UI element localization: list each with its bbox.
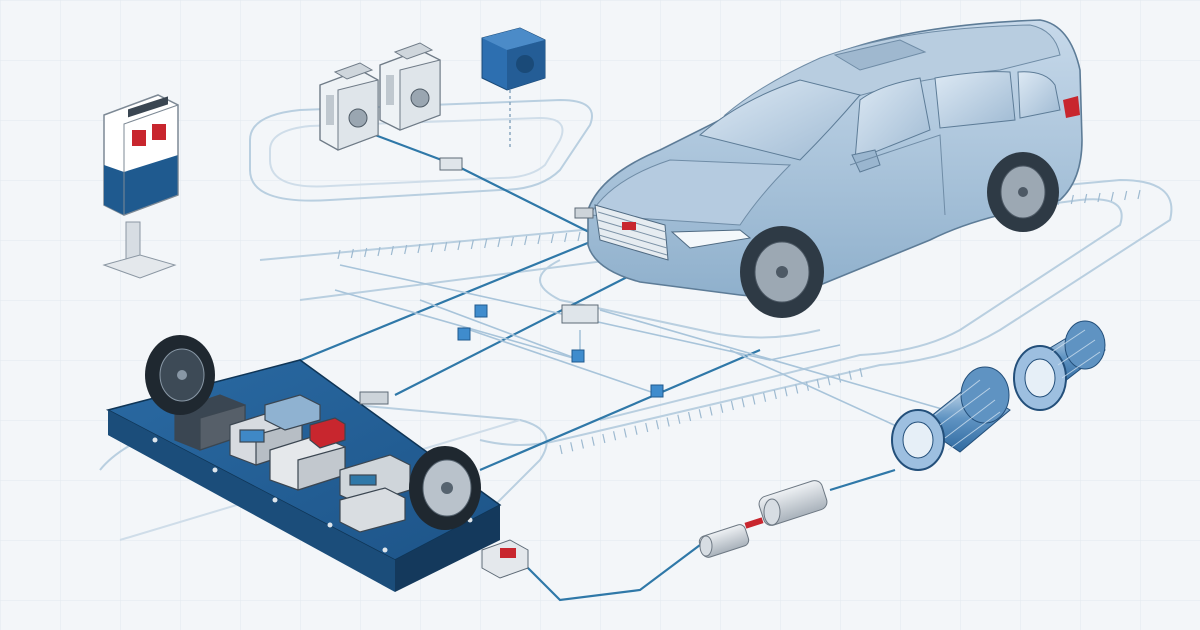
track-tick bbox=[390, 245, 394, 256]
track-tick bbox=[570, 442, 574, 452]
track-tick bbox=[1110, 191, 1114, 202]
track-tick bbox=[1124, 190, 1128, 201]
track-tick bbox=[773, 389, 777, 400]
guide-lines bbox=[334, 264, 981, 431]
track-tick bbox=[752, 395, 756, 405]
track-tick bbox=[612, 431, 617, 441]
track-tick bbox=[859, 367, 863, 378]
radiator-cube-icon bbox=[481, 27, 546, 150]
wheel-icon bbox=[409, 446, 481, 530]
small-connector-icon bbox=[359, 207, 594, 405]
track-tick bbox=[795, 384, 799, 394]
filter-cylinder-icon bbox=[1013, 320, 1106, 411]
track-tick bbox=[484, 238, 488, 249]
track-tick bbox=[550, 233, 554, 244]
track-tick bbox=[577, 231, 581, 242]
track-tick bbox=[848, 370, 852, 380]
track-tick bbox=[1137, 189, 1141, 200]
battery-skateboard-icon bbox=[105, 335, 502, 592]
track-tick bbox=[1084, 193, 1088, 204]
track-tick bbox=[602, 433, 606, 444]
track-tick bbox=[457, 240, 461, 251]
motor-controller-icon bbox=[319, 62, 379, 151]
track-tick bbox=[720, 403, 724, 413]
track-tick bbox=[537, 234, 541, 245]
junction-node-icon bbox=[439, 157, 664, 398]
track-tick bbox=[623, 428, 627, 438]
drive-shaft-icon bbox=[698, 480, 828, 558]
track-tick bbox=[741, 398, 745, 408]
track-tick bbox=[709, 406, 713, 416]
track-tick bbox=[404, 244, 408, 255]
fuse-block-icon bbox=[481, 539, 529, 579]
track-tick bbox=[645, 422, 649, 433]
charging-station-icon bbox=[102, 94, 179, 279]
track-tick bbox=[430, 242, 434, 253]
track-tick bbox=[837, 373, 842, 383]
track-tick bbox=[687, 411, 692, 422]
track-tick bbox=[337, 249, 341, 260]
filter-cylinder-icon bbox=[891, 366, 1011, 471]
track-tick bbox=[377, 246, 381, 257]
track-tick bbox=[564, 232, 568, 243]
track-tick bbox=[698, 409, 702, 419]
track-tick bbox=[655, 420, 660, 430]
track-tick bbox=[364, 247, 368, 258]
track-tick bbox=[510, 236, 514, 247]
track-tick bbox=[666, 417, 670, 427]
track-tick bbox=[350, 248, 354, 259]
track-tick bbox=[417, 243, 421, 254]
track-tick bbox=[580, 439, 585, 449]
motor-controller-icon bbox=[379, 42, 441, 131]
track-tick bbox=[497, 237, 501, 248]
track-tick bbox=[730, 400, 735, 411]
suv-car-icon bbox=[587, 19, 1083, 318]
track-tick bbox=[444, 241, 448, 252]
track-tick bbox=[591, 436, 595, 446]
track-tick bbox=[524, 235, 528, 246]
track-tick bbox=[827, 376, 831, 386]
wheel-icon bbox=[145, 335, 215, 415]
track-tick bbox=[677, 414, 681, 424]
track-tick bbox=[634, 425, 638, 435]
track-tick bbox=[1070, 194, 1074, 205]
track-tick bbox=[1097, 192, 1101, 203]
track-tick bbox=[784, 387, 788, 397]
track-tick bbox=[559, 444, 563, 455]
track-tick bbox=[762, 392, 767, 402]
track-tick bbox=[470, 239, 474, 250]
track-tick bbox=[816, 378, 820, 389]
